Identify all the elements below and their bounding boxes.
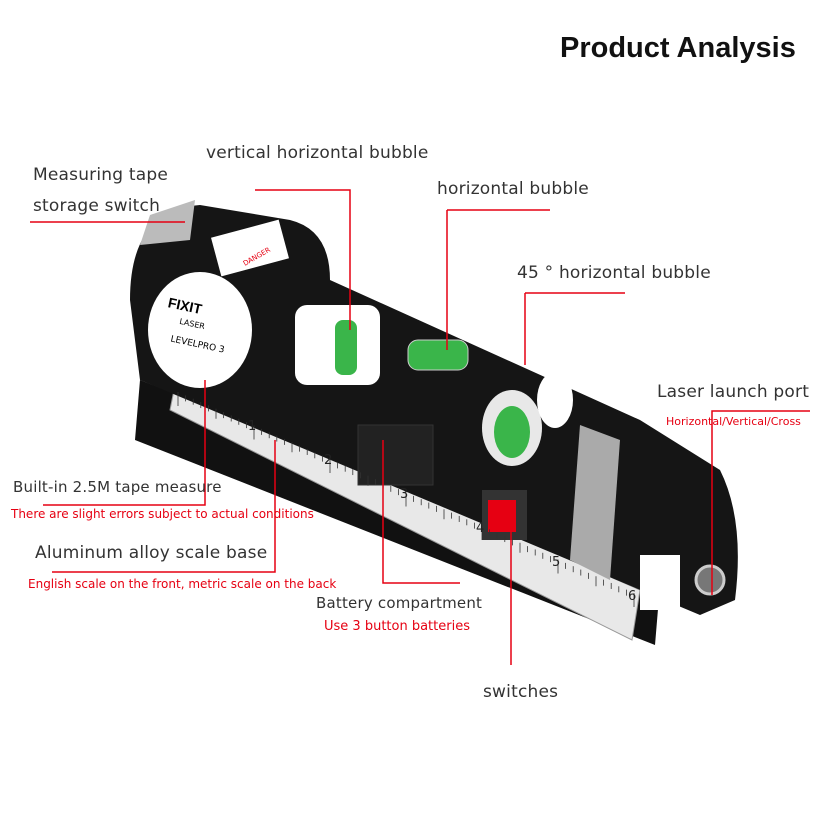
note-laser-port: Horizontal/Vertical/Cross [666,415,801,428]
power-switch-rocker [488,500,516,532]
ruler-number: 5 [552,555,560,570]
label-45-bubble: 45 ° horizontal bubble [517,263,711,283]
label-scale-base: Aluminum alloy scale base [35,543,268,563]
label-battery: Battery compartment [316,594,483,612]
label-horizontal-bubble: horizontal bubble [437,179,589,199]
ruler-number: 3 [400,487,408,502]
battery-compartment [357,424,434,486]
label-tape-switch-line2: storage switch [33,196,161,216]
bubble-45-vial [494,406,530,458]
note-scale-base: English scale on the front, metric scale… [28,577,337,591]
metal-band [570,425,620,580]
page-title: Product Analysis [560,32,796,64]
vertical-bubble-vial [335,320,357,375]
ruler-number: 6 [628,589,636,604]
tape-reel-label [148,272,252,388]
note-tape-measure: There are slight errors subject to actua… [11,507,314,521]
ruler-number: 1 [248,419,256,434]
horizontal-bubble-vial [407,339,469,371]
note-battery: Use 3 button batteries [324,619,470,634]
hang-hole [537,372,573,428]
ruler-number: 2 [324,453,332,468]
leader-lines [30,189,810,665]
label-tape-measure: Built-in 2.5M tape measure [13,478,222,496]
ruler-number: 4 [476,521,484,536]
label-switches: switches [483,682,559,702]
brand-logo: FIXIT [167,294,204,317]
label-tape-switch-line1: Measuring tape [33,165,168,185]
laser-label [640,555,680,610]
ruler-ticks: 1 2 3 4 5 6 [177,392,636,607]
label-laser-port: Laser launch port [657,382,810,402]
laser-port [694,564,726,596]
warning-label [211,219,289,277]
label-vertical-bubble: vertical horizontal bubble [206,143,429,163]
